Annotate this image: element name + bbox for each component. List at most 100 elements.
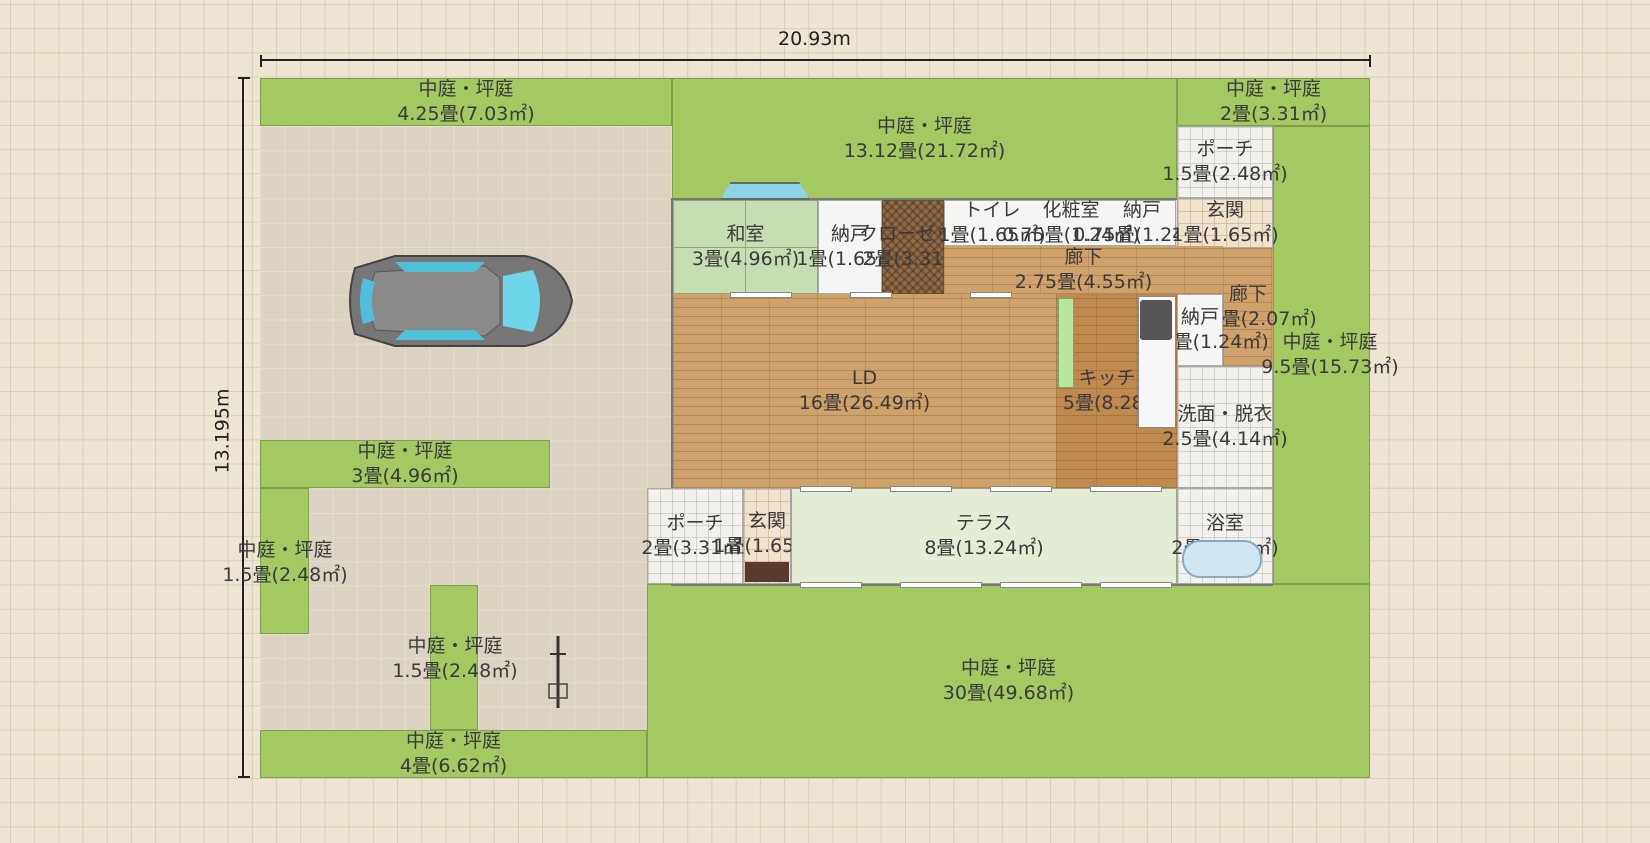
kitchen-island-green [1058,298,1074,388]
powder-room[interactable]: 化粧室 0.75畳(1.24㎡) [1002,199,1139,246]
garden-small-center-label: 中庭・坪庭 1.5畳(2.48㎡) [380,632,530,686]
room-name: 玄関 [1205,199,1244,221]
room-area: 3畳(4.96㎡) [691,248,800,270]
bay-window [720,182,810,200]
height-dimension-line [242,78,244,778]
room-name: 中庭・坪庭 [407,635,503,657]
height-dimension-tick-bottom [238,776,250,778]
room-name: 中庭・坪庭 [876,115,972,137]
porch-south-room[interactable]: ポーチ 2畳(3.31㎡) [641,488,749,584]
room-name: 中庭・坪庭 [405,730,501,752]
room-area: 2畳(3.31㎡) [641,537,749,559]
room-name: キッチン [1078,367,1155,389]
terrace-room[interactable]: テラス 8畳(13.24㎡) [791,488,1177,584]
room-area: 4畳(6.62㎡) [399,755,508,777]
window [1100,582,1172,588]
room-area: 16畳(26.49㎡) [798,392,931,414]
room-name: 中庭・坪庭 [357,440,453,462]
room-name: 中庭・坪庭 [1282,331,1378,353]
room-name: 中庭・坪庭 [237,539,333,561]
room-name: 廊下 [1228,283,1267,305]
width-dimension-tick-left [260,55,262,67]
window [800,486,852,492]
porch-north-room[interactable]: ポーチ 1.5畳(2.48㎡) [1162,126,1288,198]
room-area: 4.25畳(7.03㎡) [397,103,535,125]
room-area: 1.5畳(2.48㎡) [392,660,518,682]
window [730,292,792,298]
room-name: トイレ [963,199,1021,221]
width-dimension-tick-right [1369,55,1371,67]
room-area: 0.75畳(1.24㎡) [1002,224,1140,246]
room-area: 0.75畳(1.24㎡) [1073,224,1211,246]
garden-right-label: 中庭・坪庭 9.5畳(15.73㎡) [1250,328,1410,382]
storage-east-room[interactable]: 納戸 0.75畳(1.24㎡) [1131,294,1269,366]
bicycle-icon [548,636,568,708]
room-area: 1畳(1.65㎡) [1171,224,1279,246]
room-area: 2畳(3.31㎡) [1219,103,1328,125]
window [890,486,952,492]
window [900,582,982,588]
room-area: 9.5畳(15.73㎡) [1261,356,1399,378]
room-name: LD [851,367,878,389]
shoe-mat [745,562,789,582]
garden-mid-left[interactable]: 中庭・坪庭 3畳(4.96㎡) [260,440,550,488]
room-name: 納戸 [1180,306,1219,328]
garden-left-narrow-label: 中庭・坪庭 1.5畳(2.48㎡) [210,536,360,590]
toilet-powder-row [944,200,1176,246]
room-name: 洗面・脱衣 [1177,403,1273,425]
width-dimension-label: 20.93m [778,28,851,50]
window [1000,582,1082,588]
window [800,582,862,588]
height-dimension-tick-top [238,77,250,79]
entrance-north-room[interactable]: 玄関 1畳(1.65㎡) [1171,198,1279,248]
toilet-room[interactable]: トイレ 1畳(1.65㎡) [938,199,1045,246]
garden-top-center[interactable]: 中庭・坪庭 13.12畳(21.72㎡) [672,78,1177,200]
car-icon [349,255,574,347]
garden-bottom-left[interactable]: 中庭・坪庭 4畳(6.62㎡) [260,730,647,778]
height-dimension-label: 13.195m [211,388,234,474]
room-area: 2畳(3.31㎡) [862,248,970,270]
washitsu-room[interactable]: 和室 3畳(4.96㎡) [673,200,818,294]
driveway-area [260,126,672,730]
room-area: 2.75畳(4.55㎡) [1014,271,1153,293]
living-dining-room[interactable]: LD 16畳(26.49㎡) [673,294,1056,488]
stove-icon [1140,300,1172,340]
room-name: 納戸 [830,223,869,245]
room-area: 2.5畳(4.14㎡) [1162,428,1288,450]
room-name: 納戸 [1122,199,1161,221]
room-area: 30畳(49.68㎡) [942,682,1075,704]
garden-top-right[interactable]: 中庭・坪庭 2畳(3.31㎡) [1177,78,1370,126]
window [1090,486,1162,492]
room-area: 3畳(4.96㎡) [351,465,459,487]
bathtub-icon [1182,540,1262,578]
garden-right[interactable] [1273,126,1370,584]
room-area: 8畳(13.24㎡) [924,537,1044,559]
garden-small-center[interactable] [430,585,478,730]
room-area: 1畳(1.65㎡) [938,224,1046,246]
room-name: ポーチ [1196,138,1254,160]
room-name: 玄関 [747,510,786,532]
garden-left-narrow[interactable] [260,488,309,634]
room-area: 1畳(1.65㎡) [796,248,904,270]
room-area: 13.12畳(21.72㎡) [843,140,1006,162]
room-name: 和室 [726,223,765,245]
hallway-main-room[interactable]: 廊下 2.75畳(4.55㎡) [944,246,1223,294]
room-area: 1.5畳(2.48㎡) [1162,163,1288,185]
room-name: 中庭・坪庭 [960,657,1056,679]
closet-room[interactable] [882,200,944,294]
room-name: 中庭・坪庭 [418,78,514,100]
room-name: テラス [955,512,1013,534]
window [850,292,892,298]
room-area: 1.5畳(2.48㎡) [222,564,348,586]
storage-north-room[interactable]: 納戸 0.75畳(1.24㎡) [1073,199,1210,246]
garden-bottom-big[interactable]: 中庭・坪庭 30畳(49.68㎡) [647,584,1370,778]
width-dimension-line [260,59,1370,61]
room-name: 浴室 [1205,512,1244,534]
room-name: 廊下 [1064,246,1103,268]
room-name: ポーチ [666,512,724,534]
washroom-room[interactable]: 洗面・脱衣 2.5畳(4.14㎡) [1162,366,1288,488]
garden-top-left[interactable]: 中庭・坪庭 4.25畳(7.03㎡) [260,78,672,126]
room-name: 化粧室 [1042,199,1100,221]
window [970,292,1012,298]
window [990,486,1052,492]
